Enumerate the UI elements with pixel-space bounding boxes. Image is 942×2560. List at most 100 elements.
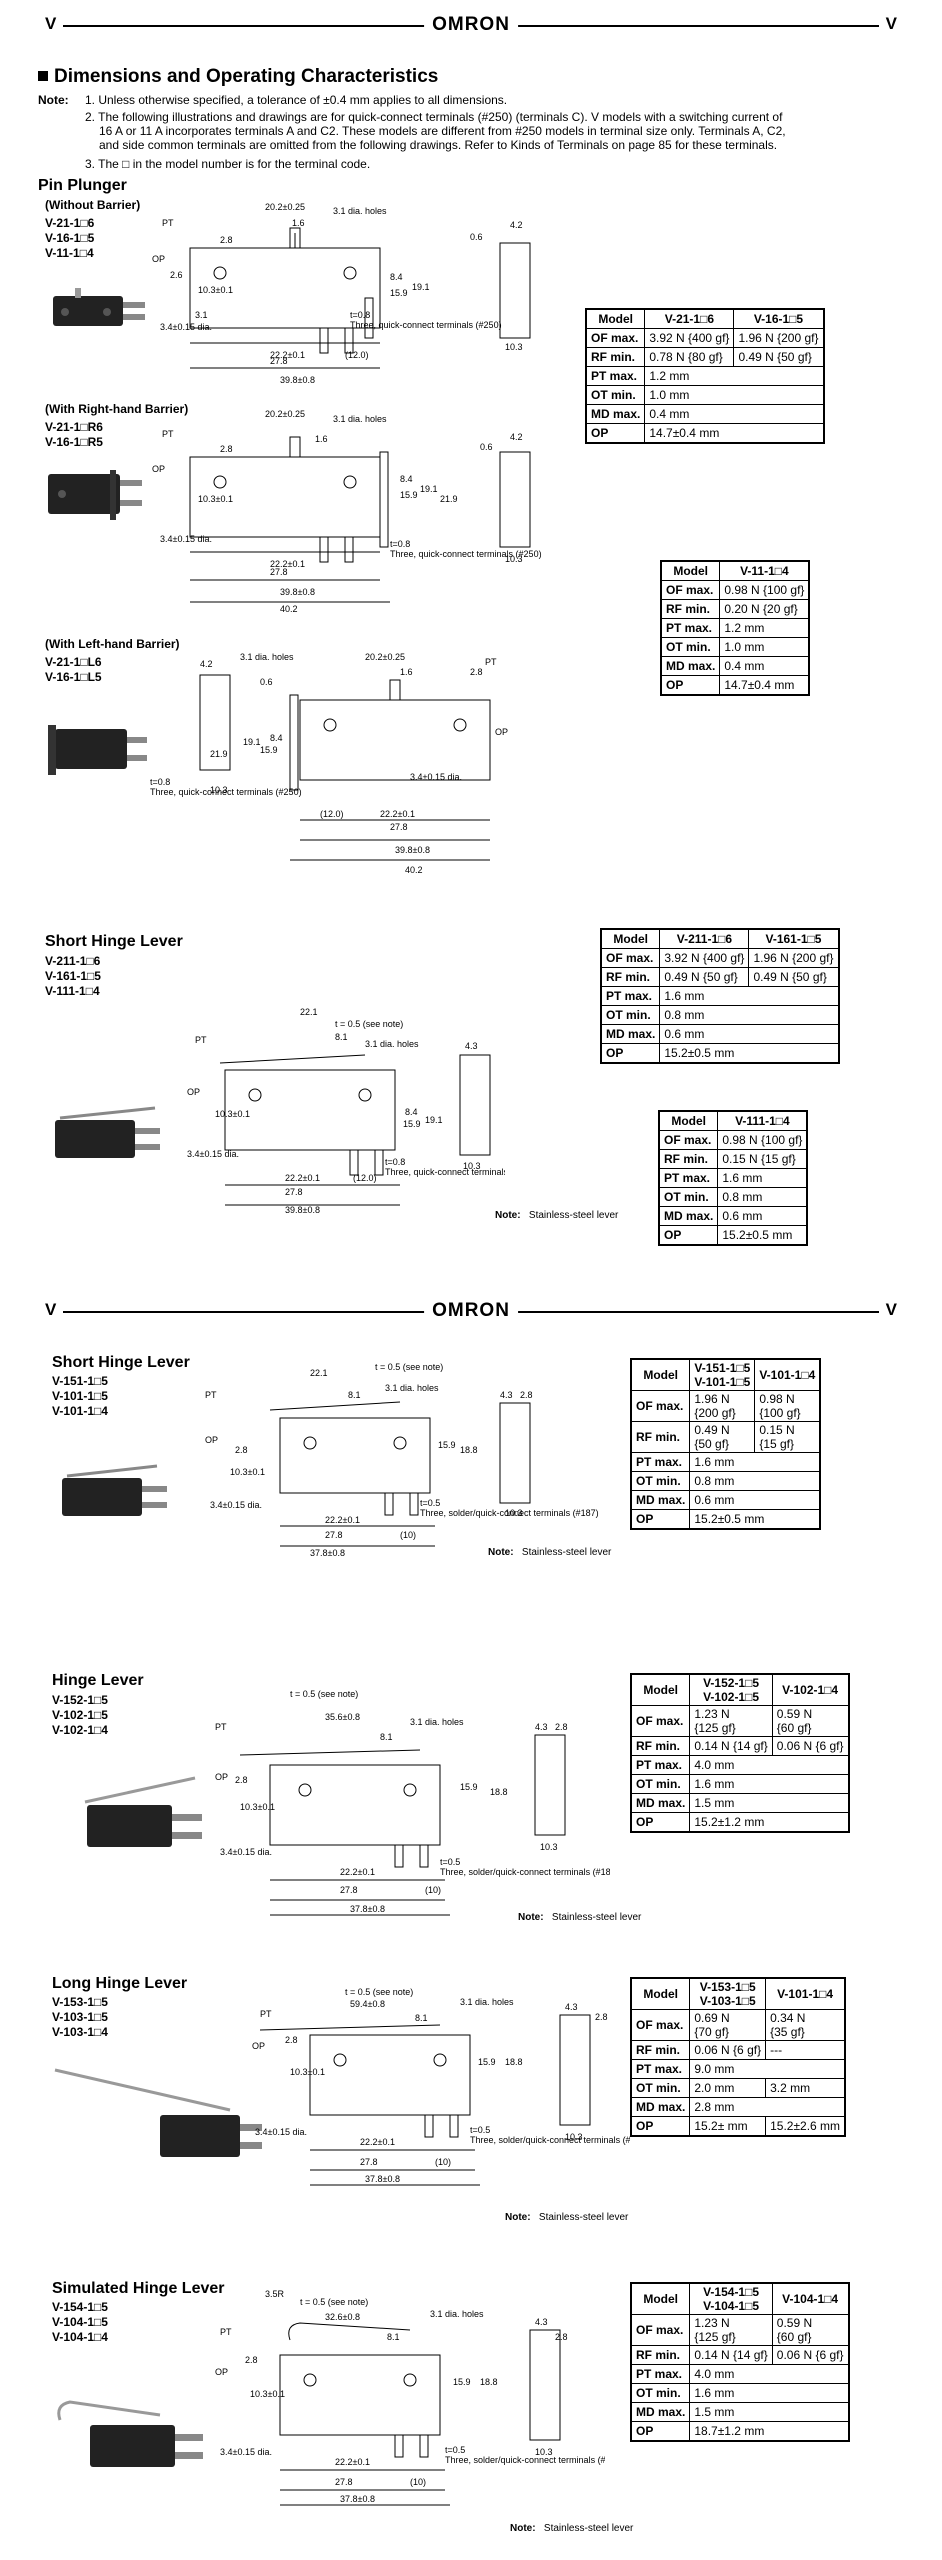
svg-text:18.8: 18.8: [480, 2377, 498, 2387]
svg-text:Three, solder/quick-connect te: Three, solder/quick-connect terminals (#…: [440, 1867, 610, 1877]
note-2c: and side common terminals are omitted fr…: [99, 138, 778, 152]
svg-text:4.3: 4.3: [500, 1390, 513, 1400]
svg-text:t = 0.5 (see note): t = 0.5 (see note): [335, 1019, 403, 1029]
svg-text:t = 0.5 (see note): t = 0.5 (see note): [345, 1987, 413, 1997]
svg-text:t=0.8: t=0.8: [150, 777, 170, 787]
svg-text:37.8±0.8: 37.8±0.8: [340, 2494, 375, 2504]
section-title-simulated-hinge: Simulated Hinge Lever: [52, 2280, 225, 2297]
svg-text:21.9: 21.9: [210, 749, 228, 759]
svg-text:10.3: 10.3: [535, 2447, 553, 2457]
svg-text:Three, quick-connect terminals: Three, quick-connect terminals (#250): [150, 787, 302, 797]
svg-text:Three, quick-connect terminals: Three, quick-connect terminals (#250): [385, 1167, 505, 1177]
pin-plunger-drawing-2: 20.2±0.25 3.1 dia. holes 1.6 2.8 PT OP 1…: [152, 409, 542, 612]
svg-text:OP: OP: [215, 1772, 228, 1782]
svg-text:3.1 dia. holes: 3.1 dia. holes: [410, 1717, 464, 1727]
svg-text:3.1 dia. holes: 3.1 dia. holes: [240, 652, 294, 662]
svg-text:4.2: 4.2: [510, 220, 523, 230]
svg-text:2.8: 2.8: [285, 2035, 298, 2045]
svg-text:27.8: 27.8: [335, 2477, 353, 2487]
svg-text:1.6: 1.6: [292, 218, 305, 228]
svg-text:22.2±0.1: 22.2±0.1: [270, 559, 305, 569]
svg-text:OP: OP: [152, 464, 165, 474]
note-2b: 16 A or 11 A incorporates terminals A an…: [99, 124, 786, 138]
svg-text:39.8±0.8: 39.8±0.8: [395, 845, 430, 855]
svg-text:8.4: 8.4: [390, 272, 403, 282]
svg-text:t=0.5: t=0.5: [420, 1498, 440, 1508]
svg-text:35.6±0.8: 35.6±0.8: [325, 1712, 360, 1722]
svg-text:(10): (10): [410, 2477, 426, 2487]
svg-text:10.3±0.1: 10.3±0.1: [198, 494, 233, 504]
svg-text:8.4: 8.4: [270, 733, 283, 743]
svg-text:27.8: 27.8: [390, 822, 408, 832]
svg-text:4.3: 4.3: [465, 1041, 478, 1051]
svg-text:27.8: 27.8: [325, 1530, 343, 1540]
svg-text:PT: PT: [162, 218, 174, 228]
svg-text:OP: OP: [215, 2367, 228, 2377]
svg-text:8.1: 8.1: [415, 2013, 428, 2023]
svg-text:15.9: 15.9: [438, 1440, 456, 1450]
svg-text:(12.0): (12.0): [353, 1173, 377, 1183]
svg-text:3.1 dia. holes: 3.1 dia. holes: [365, 1039, 419, 1049]
svg-text:19.1: 19.1: [243, 737, 261, 747]
variant-label: (Without Barrier): [45, 198, 141, 212]
pin-plunger-drawing-3: 4.2 0.6 3.1 dia. holes 20.2±0.25 1.6 2.8…: [150, 652, 508, 875]
section-title-hinge: Hinge Lever: [52, 1672, 144, 1689]
svg-text:2.8: 2.8: [555, 1722, 568, 1732]
svg-text:22.2±0.1: 22.2±0.1: [270, 350, 305, 360]
svg-text:0.6: 0.6: [470, 232, 483, 242]
svg-text:0.6: 0.6: [260, 677, 273, 687]
svg-text:22.1: 22.1: [300, 1007, 318, 1017]
svg-text:Three, solder/quick-connect te: Three, solder/quick-connect terminals (#…: [420, 1508, 599, 1518]
svg-text:27.8: 27.8: [340, 1885, 358, 1895]
svg-text:10.3: 10.3: [505, 554, 523, 564]
svg-text:8.4: 8.4: [400, 474, 413, 484]
svg-text:39.8±0.8: 39.8±0.8: [280, 587, 315, 597]
svg-text:3.4±0.15 dia.: 3.4±0.15 dia.: [220, 1847, 272, 1857]
svg-text:PT: PT: [260, 2009, 272, 2019]
svg-text:27.8: 27.8: [360, 2157, 378, 2167]
svg-text:10.3: 10.3: [565, 2132, 583, 2142]
svg-text:2.8: 2.8: [235, 1775, 248, 1785]
svg-text:3.4±0.15 dia.: 3.4±0.15 dia.: [255, 2127, 307, 2137]
svg-text:Three, quick-connect terminals: Three, quick-connect terminals (#250): [350, 320, 502, 330]
switch-photo: [55, 1106, 160, 1158]
svg-text:22.1: 22.1: [310, 1368, 328, 1378]
svg-text:8.1: 8.1: [348, 1390, 361, 1400]
model-list: V-21-1□L6 V-16-1□L5: [45, 655, 102, 684]
svg-text:4.3: 4.3: [565, 2002, 578, 2012]
svg-text:18.8: 18.8: [490, 1787, 508, 1797]
variant-label: (With Left-hand Barrier): [45, 637, 180, 651]
svg-text:3.1 dia. holes: 3.1 dia. holes: [460, 1997, 514, 2007]
svg-text:2.8: 2.8: [245, 2355, 258, 2365]
note-2: 2. The following illustrations and drawi…: [85, 110, 783, 124]
variant-label: (With Right-hand Barrier): [45, 402, 189, 416]
svg-text:Three, solder/quick-connect te: Three, solder/quick-connect terminals (#…: [470, 2135, 630, 2145]
svg-text:19.1: 19.1: [412, 282, 430, 292]
svg-text:20.2±0.25: 20.2±0.25: [365, 652, 405, 662]
svg-text:32.6±0.8: 32.6±0.8: [325, 2312, 360, 2322]
hinge-lever-drawing: t = 0.5 (see note) 35.6±0.8 3.1 dia. hol…: [215, 1689, 610, 1916]
svg-text:3.1 dia. holes: 3.1 dia. holes: [333, 206, 387, 216]
pin-plunger-drawing-1: 20.2±0.25 3.1 dia. holes 1.6 2.8 PT OP 2…: [152, 202, 531, 385]
svg-text:OP: OP: [187, 1087, 200, 1097]
svg-text:PT: PT: [215, 1722, 227, 1732]
svg-text:10.3±0.1: 10.3±0.1: [230, 1467, 265, 1477]
svg-text:39.8±0.8: 39.8±0.8: [280, 375, 315, 385]
svg-text:OP: OP: [152, 254, 165, 264]
svg-text:3.1 dia. holes: 3.1 dia. holes: [333, 414, 387, 424]
svg-text:t = 0.5 (see note): t = 0.5 (see note): [300, 2297, 368, 2307]
svg-text:8.1: 8.1: [387, 2332, 400, 2342]
svg-text:22.2±0.1: 22.2±0.1: [360, 2137, 395, 2147]
model-list: V-153-1□5 V-103-1□5 V-103-1□4: [52, 1995, 108, 2039]
note-3: 3. The □ in the model number is for the …: [85, 157, 371, 171]
svg-text:37.8±0.8: 37.8±0.8: [365, 2174, 400, 2184]
svg-text:15.9: 15.9: [390, 288, 408, 298]
section-title-short-hinge-1: Short Hinge Lever: [45, 933, 183, 950]
svg-text:(12.0): (12.0): [320, 809, 344, 819]
svg-text:39.8±0.8: 39.8±0.8: [285, 1205, 320, 1215]
svg-text:2.8: 2.8: [220, 444, 233, 454]
